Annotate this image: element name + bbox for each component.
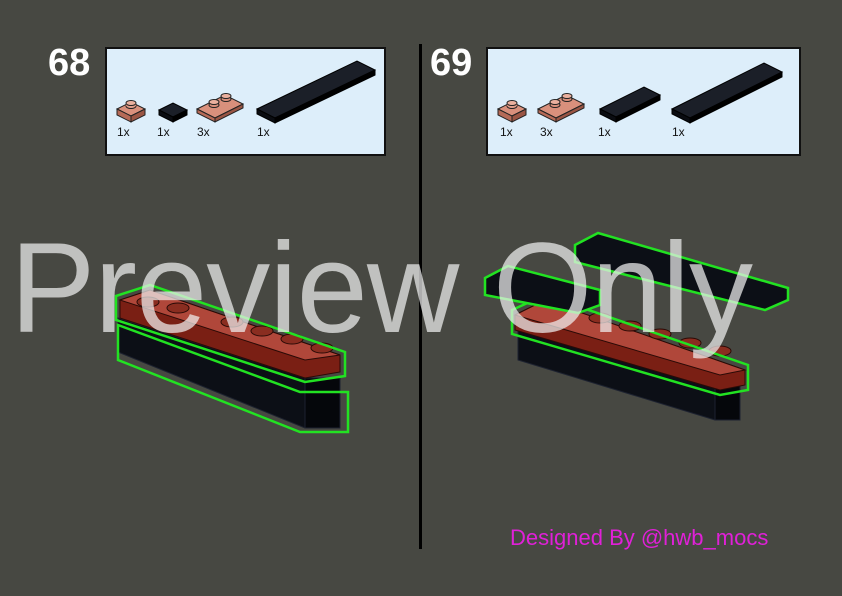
part-quantity: 1x	[157, 125, 170, 139]
tile-1x8-black-icon	[255, 60, 377, 124]
plate-1x1-salmon-icon	[496, 100, 528, 123]
part-quantity: 1x	[500, 125, 513, 139]
step-number-69: 69	[430, 42, 473, 84]
tile-1x6-black-icon	[670, 62, 784, 124]
tile-1x4-black-icon	[598, 86, 662, 123]
tile-1x1-black-icon	[157, 102, 189, 123]
plate-1x2-salmon-icon	[536, 93, 586, 123]
plate-1x1-salmon-icon	[115, 100, 147, 123]
preview-only-watermark: Preview Only	[10, 217, 753, 360]
step-divider	[419, 44, 422, 549]
part-quantity: 1x	[257, 125, 270, 139]
plate-1x2-salmon-icon	[195, 93, 245, 123]
parts-list-step-69: 1x 3x 1x 1x	[486, 47, 801, 156]
designer-credit: Designed By @hwb_mocs	[510, 525, 769, 550]
part-quantity: 1x	[672, 125, 685, 139]
part-quantity: 3x	[197, 125, 210, 139]
step-number-68: 68	[48, 42, 91, 84]
part-quantity: 1x	[598, 125, 611, 139]
parts-list-step-68: 1x 1x 3x 1x	[105, 47, 386, 156]
part-quantity: 3x	[540, 125, 553, 139]
part-quantity: 1x	[117, 125, 130, 139]
